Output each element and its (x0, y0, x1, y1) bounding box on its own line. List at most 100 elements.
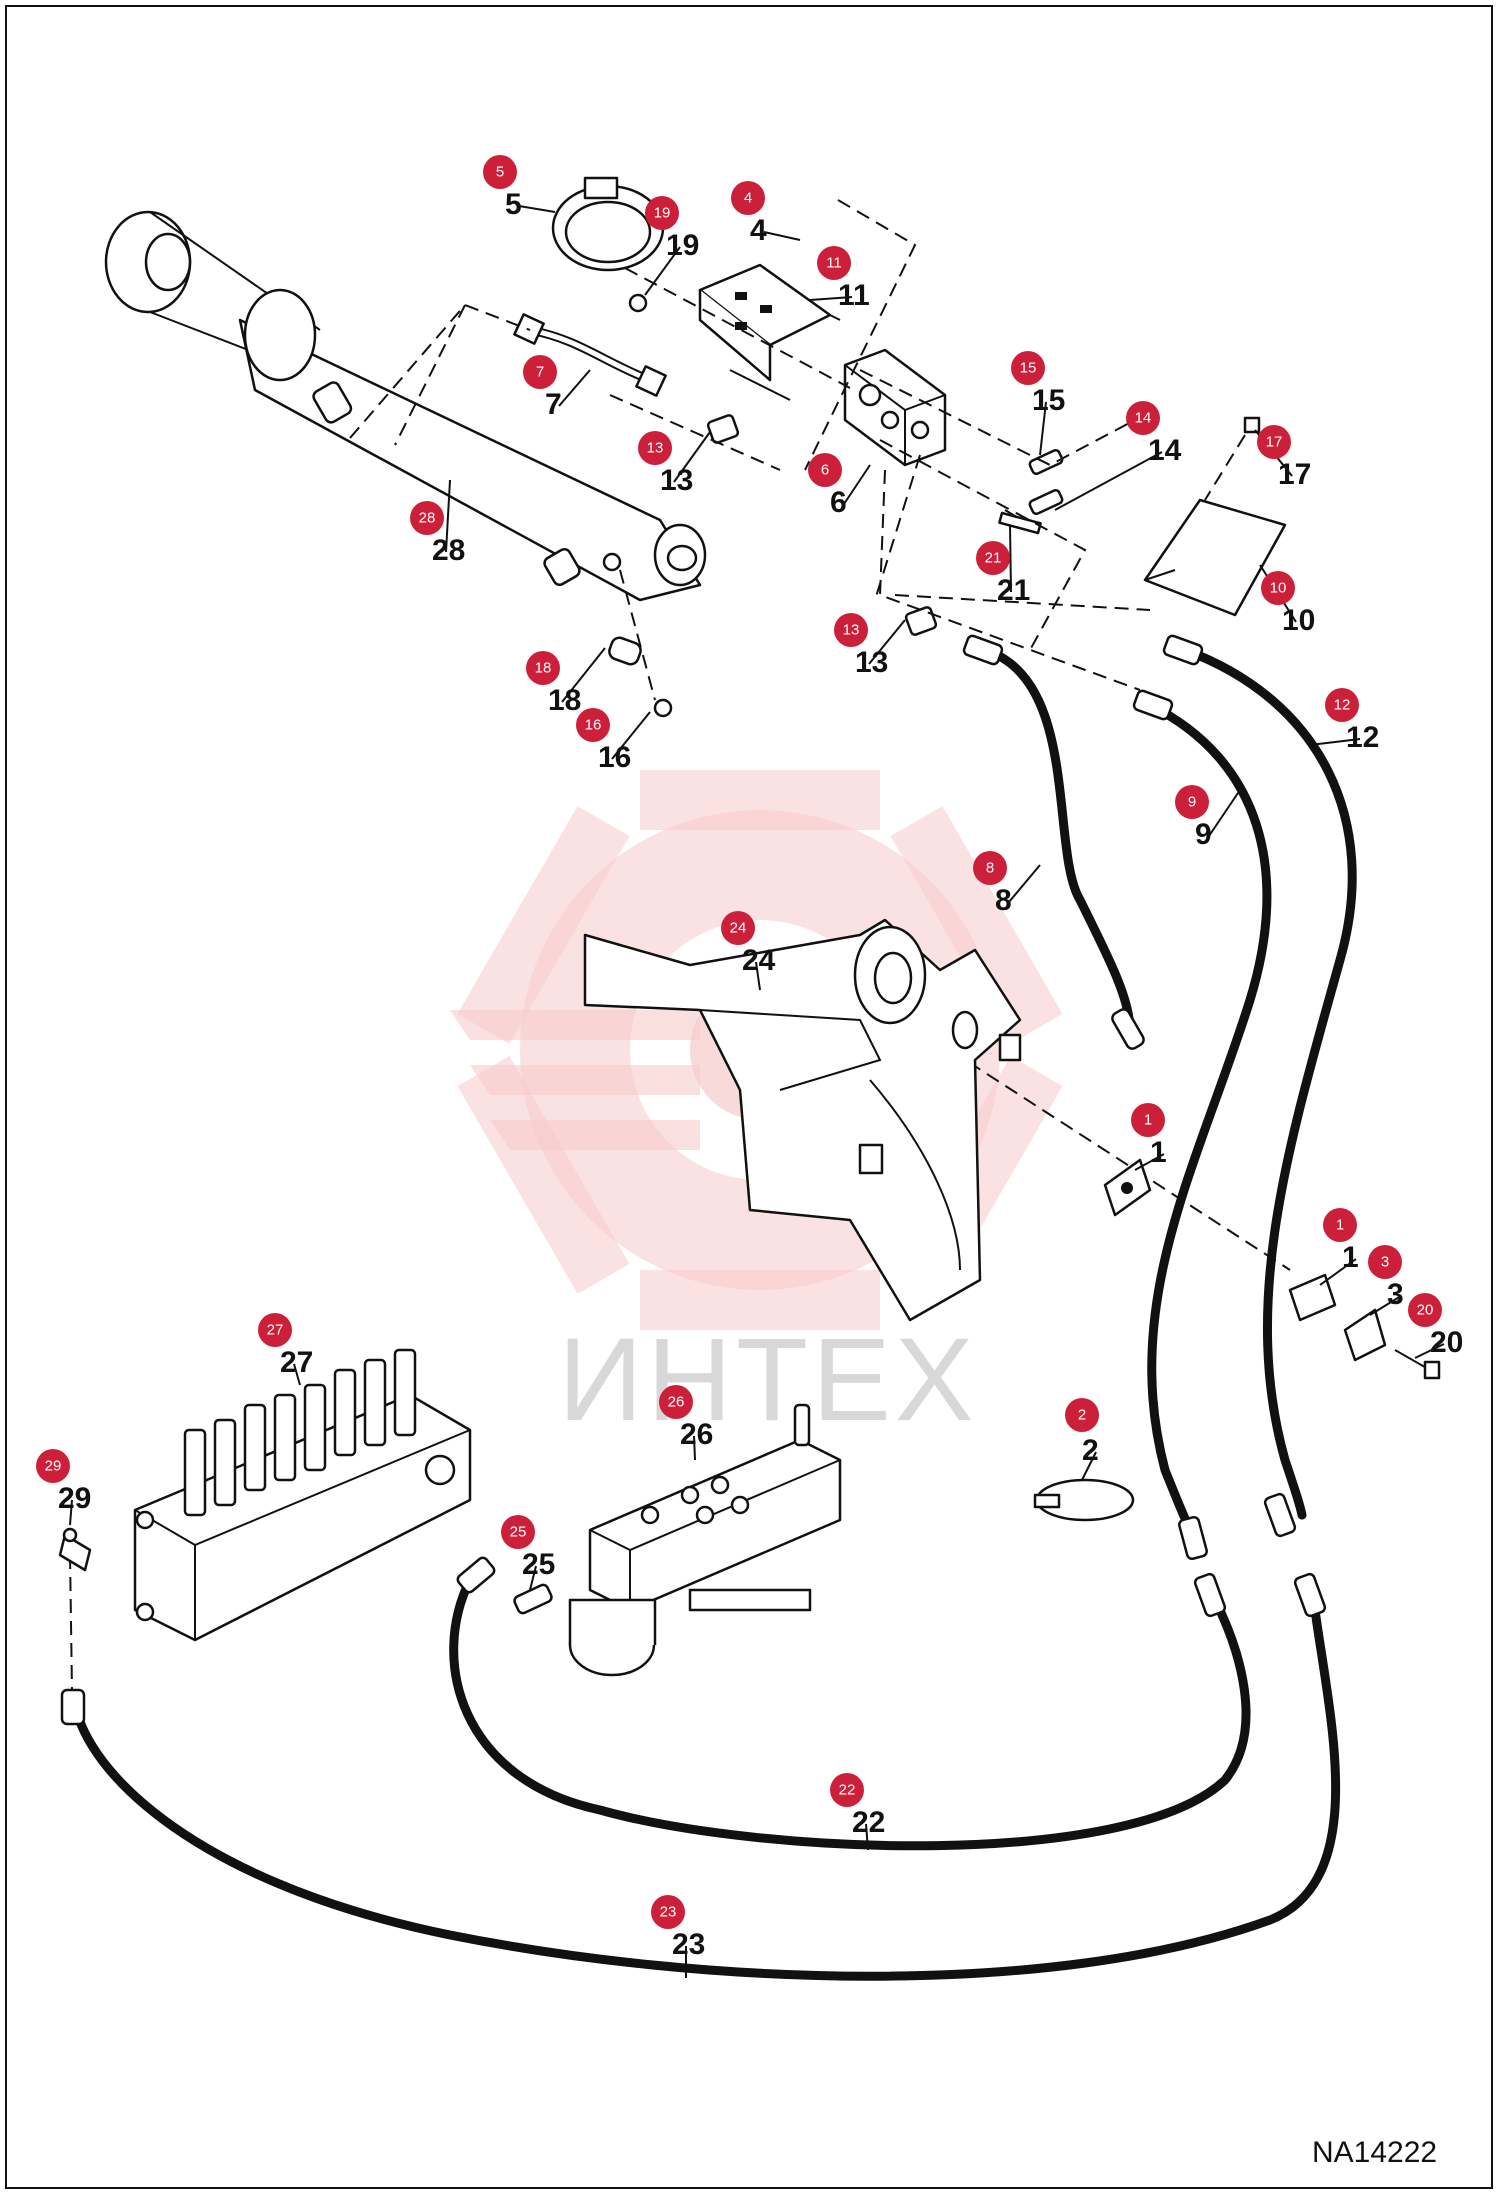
part-number-label: 22 (852, 1806, 885, 1839)
part-badge-number: 9 (1188, 794, 1196, 811)
part-number-label: 24 (742, 944, 776, 977)
part-badge (817, 246, 851, 280)
part-number-label: 10 (1282, 604, 1315, 637)
part-number-label: 17 (1278, 458, 1311, 491)
part-badge-number: 3 (1381, 1254, 1389, 1271)
part-number-label: 18 (548, 684, 581, 717)
part-badge (1175, 785, 1209, 819)
leader-line (1054, 451, 1163, 511)
part-badge (731, 181, 765, 215)
leader-line (1414, 1343, 1445, 1359)
part-number-label: 28 (432, 534, 465, 567)
part-badge-number: 13 (647, 440, 664, 457)
part-number-label: 12 (1346, 721, 1379, 754)
leader-line (445, 479, 451, 553)
leader-line (868, 619, 906, 665)
dash-6 (859, 369, 1136, 467)
dash-3 (609, 394, 781, 471)
part-number-label: 27 (280, 1346, 313, 1379)
control-valve-27 (133, 1348, 472, 1642)
part-number-label: 13 (660, 464, 693, 497)
callout-4: 44 (731, 181, 801, 247)
dash-10 (1204, 434, 1246, 501)
leader-line (843, 464, 871, 505)
part-badge (976, 541, 1010, 575)
tube-7 (513, 313, 667, 397)
part-badge-number: 6 (821, 462, 829, 479)
part-badge-number: 29 (45, 1458, 62, 1475)
clamp-1-upper (1103, 1158, 1152, 1217)
part-badge-number: 1 (1336, 1217, 1344, 1234)
leader-line (1319, 1258, 1357, 1286)
dash-8 (878, 469, 1141, 691)
leader-line (1134, 1153, 1165, 1171)
clamp-3 (1343, 1308, 1387, 1362)
part-badge (526, 651, 560, 685)
leader-line (673, 431, 711, 483)
part-number-label: 29 (58, 1482, 91, 1515)
boom-bracket-24 (583, 918, 1022, 1322)
part-badge (523, 355, 557, 389)
leader-line (518, 205, 556, 213)
callout-5: 55 (483, 155, 556, 221)
bracket-11 (698, 263, 841, 401)
callout-9: 99 (1175, 785, 1241, 851)
hose-8-end (1111, 1008, 1145, 1050)
part-badge-number: 1 (1144, 1112, 1152, 1129)
hose-fitting (1178, 1515, 1208, 1561)
callout-8: 88 (973, 851, 1041, 917)
part-badge (721, 911, 755, 945)
part-number-label: 4 (750, 214, 767, 247)
hose-fitting (60, 1688, 86, 1726)
leader-line (1309, 738, 1361, 746)
leader-line (1369, 1295, 1402, 1316)
part-badge (638, 431, 672, 465)
part-badge (258, 1313, 292, 1347)
hose-fitting (1293, 1572, 1327, 1618)
part-number-label: 3 (1387, 1278, 1404, 1311)
part-badge (1261, 571, 1295, 605)
leader-line (1009, 524, 1012, 593)
hose-fitting (456, 1556, 496, 1594)
part-badge-number: 26 (668, 1394, 685, 1411)
leader-line (69, 1499, 73, 1526)
part-badge (1323, 1208, 1357, 1242)
leader-line (809, 296, 853, 301)
callout-1b: 11 (1319, 1208, 1359, 1286)
part-badge-number: 23 (660, 1904, 677, 1921)
border (5, 5, 1493, 2189)
part-badge-number: 12 (1334, 697, 1351, 714)
leader-line (763, 231, 801, 241)
part-badge (1131, 1103, 1165, 1137)
part-number-label: 1 (1342, 1241, 1359, 1274)
part-number-label: 15 (1032, 384, 1065, 417)
part-badge-number: 2 (1078, 1407, 1086, 1424)
dash-9 (874, 454, 921, 601)
clamp-5 (551, 176, 665, 272)
leader-line (293, 1363, 301, 1386)
dash-1 (349, 303, 531, 439)
part-badge-number: 17 (1266, 434, 1283, 451)
part-badge (1408, 1293, 1442, 1327)
callout-2: 22 (1065, 1398, 1099, 1481)
hose-fitting (1132, 689, 1174, 721)
leader-line (1008, 864, 1041, 903)
callout-7: 77 (523, 355, 591, 421)
part-number-label: 23 (672, 1928, 705, 1961)
callout-1: 11 (1131, 1103, 1167, 1171)
leader-line (644, 246, 681, 296)
part-number-label: 5 (505, 188, 522, 221)
